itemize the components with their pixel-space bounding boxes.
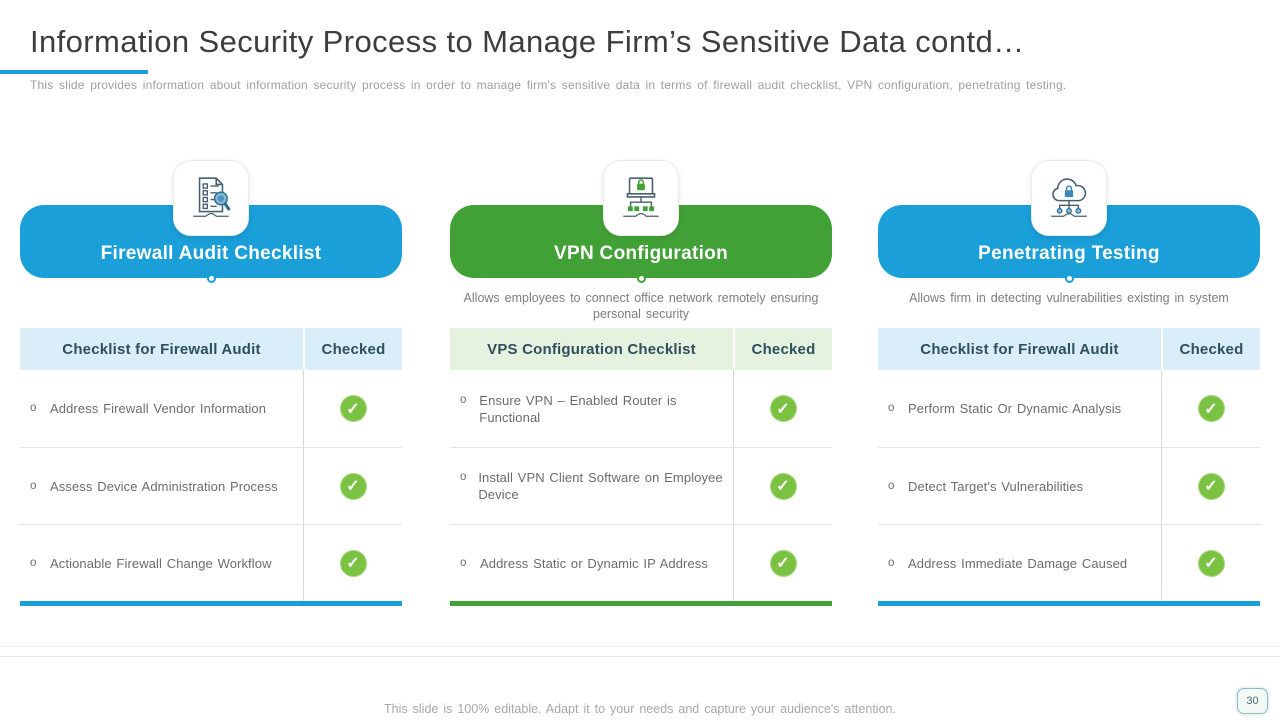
table-row: o Actionable Firewall Change Workflow ✓ bbox=[20, 524, 402, 601]
row-item-cell: o Address Static or Dynamic IP Address bbox=[450, 525, 733, 601]
table-row: o Ensure VPN – Enabled Router is Function… bbox=[450, 370, 832, 447]
row-item-cell: o Ensure VPN – Enabled Router is Function… bbox=[450, 370, 733, 447]
row-item-cell: o Address Immediate Damage Caused bbox=[878, 525, 1161, 601]
bullet: o bbox=[888, 479, 895, 492]
bullet: o bbox=[888, 556, 895, 569]
section-banner-label: Penetrating Testing bbox=[978, 243, 1160, 264]
section-description: Allows employees to connect office netwo… bbox=[463, 291, 819, 321]
row-item-cell: o Assess Device Administration Process bbox=[20, 448, 303, 524]
column-vpn-configuration: VPN Configuration Allows employees to co… bbox=[450, 160, 832, 620]
bullet: o bbox=[888, 402, 895, 414]
column-penetrating-testing: Penetrating Testing Allows firm in detec… bbox=[878, 160, 1260, 620]
row-item-text: Detect Target's Vulnerabilities bbox=[908, 478, 1084, 494]
connector-dot bbox=[637, 274, 646, 283]
checked-icon: ✓ bbox=[339, 472, 367, 500]
table-header-checklist: Checklist for Firewall Audit bbox=[62, 340, 261, 358]
row-item-cell: o Install VPN Client Software on Employee… bbox=[450, 448, 733, 524]
page-number-badge: 30 bbox=[1237, 688, 1268, 714]
checklist-magnifier-icon bbox=[173, 160, 249, 236]
footer-note: This slide is 100% editable. Adapt it to… bbox=[384, 702, 896, 716]
row-item-text: Actionable Firewall Change Workflow bbox=[50, 555, 272, 571]
table-row: o Address Static or Dynamic IP Address ✓ bbox=[450, 524, 832, 601]
checked-icon: ✓ bbox=[1197, 549, 1225, 577]
table-row: o Detect Target's Vulnerabilities ✓ bbox=[878, 447, 1260, 524]
table-header-row: Checklist for Firewall Audit Checked bbox=[878, 328, 1260, 370]
column-firewall-audit-checklist: Firewall Audit Checklist Checklist for F… bbox=[20, 160, 402, 620]
table-accent-bar bbox=[20, 601, 402, 606]
checked-icon: ✓ bbox=[1197, 472, 1225, 500]
checklist-magnifier-icon-svg bbox=[193, 177, 231, 217]
table-row: o Perform Static Or Dynamic Analysis ✓ bbox=[878, 370, 1260, 447]
section-banner-label: VPN Configuration bbox=[554, 243, 728, 264]
monitor-lock-network-icon-svg bbox=[623, 177, 659, 217]
row-item-text: Perform Static Or Dynamic Analysis bbox=[908, 401, 1122, 416]
row-item-text: Address Static or Dynamic IP Address bbox=[480, 555, 709, 571]
checklist-table: Checklist for Firewall Audit Checked o Pe… bbox=[878, 328, 1260, 606]
checked-icon: ✓ bbox=[1197, 395, 1225, 422]
page-title: Information Security Process to Manage F… bbox=[30, 24, 1025, 59]
page-subtitle: This slide provides information about in… bbox=[30, 78, 1067, 92]
table-header-checked: Checked bbox=[303, 328, 402, 370]
table-header-checked: Checked bbox=[1161, 328, 1260, 370]
cloud-lock-network-icon-svg bbox=[1051, 178, 1087, 217]
section-description: Allows firm in detecting vulnerabilities… bbox=[909, 291, 1229, 305]
row-checked-cell: ✓ bbox=[303, 525, 402, 601]
row-checked-cell: ✓ bbox=[1161, 525, 1260, 601]
bullet: o bbox=[460, 393, 467, 406]
footer-divider bbox=[0, 646, 1280, 647]
bullet: o bbox=[460, 471, 467, 483]
section-banner: Penetrating Testing bbox=[878, 205, 1260, 278]
table-header-checked: Checked bbox=[733, 328, 832, 370]
bullet: o bbox=[460, 556, 467, 569]
connector-dot bbox=[207, 274, 216, 283]
row-item-text: Address Firewall Vendor Information bbox=[50, 401, 267, 416]
table-row: o Assess Device Administration Process ✓ bbox=[20, 447, 402, 524]
monitor-lock-network-icon bbox=[603, 160, 679, 236]
section-banner: VPN Configuration bbox=[450, 205, 832, 278]
checked-icon: ✓ bbox=[769, 395, 797, 422]
footer-divider bbox=[0, 656, 1280, 657]
row-checked-cell: ✓ bbox=[733, 525, 832, 601]
section-banner-label: Firewall Audit Checklist bbox=[100, 243, 322, 264]
row-item-text: Ensure VPN – Enabled Router is Functiona… bbox=[479, 392, 677, 425]
row-checked-cell: ✓ bbox=[1161, 448, 1260, 524]
row-checked-cell: ✓ bbox=[303, 370, 402, 447]
table-row: o Address Immediate Damage Caused ✓ bbox=[878, 524, 1260, 601]
row-checked-cell: ✓ bbox=[733, 448, 832, 524]
cloud-lock-network-icon bbox=[1031, 160, 1107, 236]
checklist-table: Checklist for Firewall Audit Checked o Ad… bbox=[20, 328, 402, 606]
row-item-cell: o Perform Static Or Dynamic Analysis bbox=[878, 370, 1161, 447]
row-item-cell: o Address Firewall Vendor Information bbox=[20, 370, 303, 447]
table-row: o Address Firewall Vendor Information ✓ bbox=[20, 370, 402, 447]
checklist-table: VPS Configuration Checklist Checked o Ens… bbox=[450, 328, 832, 606]
table-accent-bar bbox=[450, 601, 832, 606]
table-row: o Install VPN Client Software on Employee… bbox=[450, 447, 832, 524]
table-header-checklist: VPS Configuration Checklist bbox=[487, 340, 696, 358]
row-item-cell: o Actionable Firewall Change Workflow bbox=[20, 525, 303, 601]
table-header-checklist: Checklist for Firewall Audit bbox=[920, 340, 1119, 358]
table-header-row: Checklist for Firewall Audit Checked bbox=[20, 328, 402, 370]
row-checked-cell: ✓ bbox=[733, 370, 832, 447]
row-checked-cell: ✓ bbox=[1161, 370, 1260, 447]
table-header-row: VPS Configuration Checklist Checked bbox=[450, 328, 832, 370]
checked-icon: ✓ bbox=[339, 549, 367, 577]
connector-dot bbox=[1065, 274, 1074, 283]
row-item-text: Address Immediate Damage Caused bbox=[908, 555, 1128, 571]
bullet: o bbox=[30, 479, 37, 492]
title-accent-bar bbox=[0, 70, 148, 74]
bullet: o bbox=[30, 556, 37, 569]
row-item-text: Install VPN Client Software on Employee … bbox=[478, 470, 723, 502]
table-accent-bar bbox=[878, 601, 1260, 606]
checked-icon: ✓ bbox=[769, 549, 797, 577]
bullet: o bbox=[30, 402, 37, 414]
checked-icon: ✓ bbox=[339, 395, 367, 422]
row-item-cell: o Detect Target's Vulnerabilities bbox=[878, 448, 1161, 524]
row-item-text: Assess Device Administration Process bbox=[50, 478, 278, 494]
row-checked-cell: ✓ bbox=[303, 448, 402, 524]
checked-icon: ✓ bbox=[769, 472, 797, 500]
